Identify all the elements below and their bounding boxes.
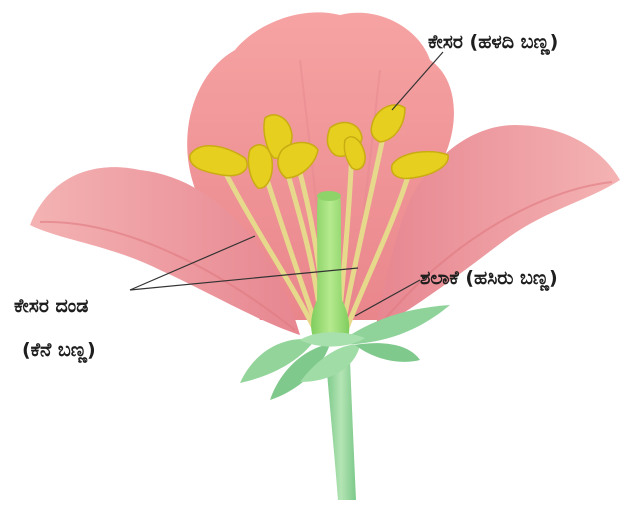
pistil-label: ಶಲಾಕೆ (ಹಸಿರು ಬಣ್ಣ) <box>420 268 558 290</box>
filament-label-line1: ಕೇಸರ ದಂಡ <box>14 296 88 318</box>
stamen-label: ಕೇಸರ (ಹಳದಿ ಬಣ್ಣ) <box>428 32 558 54</box>
filament-label-line2: (ಕೆನೆ ಬಣ್ಣ) <box>22 340 96 362</box>
stem <box>326 360 356 500</box>
